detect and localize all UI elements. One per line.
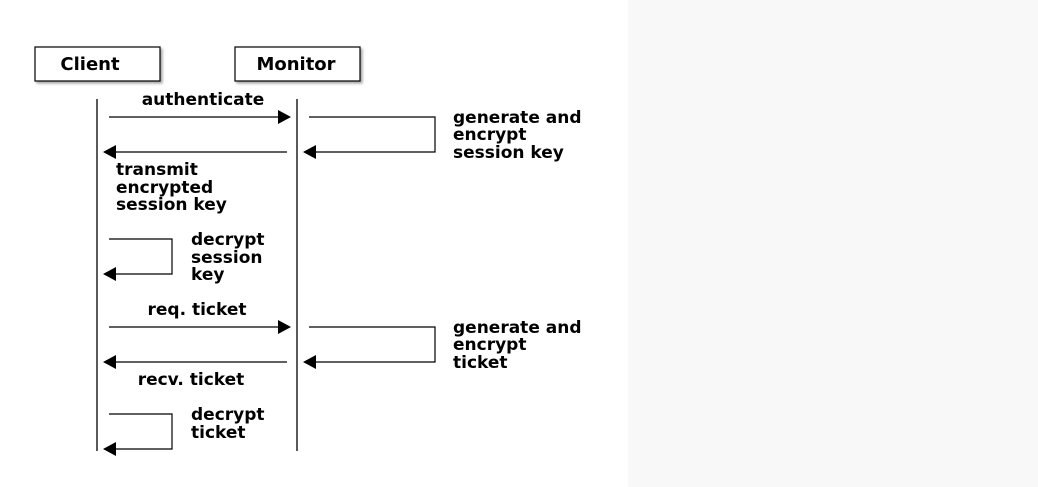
label-transmit-session-key-1: transmit <box>116 160 198 180</box>
loop-decrypt-ticket <box>109 413 173 450</box>
arrowhead-req-ticket <box>278 320 291 334</box>
label-generate-ticket-3: ticket <box>453 353 508 373</box>
message-generate-ticket: generate and encrypt ticket <box>303 318 582 373</box>
message-decrypt-ticket: decrypt ticket <box>103 405 265 456</box>
label-authenticate: authenticate <box>142 90 265 110</box>
arrowhead-generate-session-key <box>303 145 316 159</box>
arrowhead-decrypt-ticket <box>103 442 116 456</box>
label-decrypt-ticket-1: decrypt <box>191 405 265 425</box>
message-decrypt-session-key: decrypt session key <box>103 230 265 285</box>
message-transmit-session-key: transmit encrypted session key <box>103 145 287 215</box>
participant-client-label: Client <box>60 54 120 75</box>
diagram-canvas: Client Monitor authenticate generate and… <box>34 46 582 456</box>
label-generate-session-key-2: encrypt <box>453 125 526 145</box>
label-recv-ticket: recv. ticket <box>138 370 245 390</box>
label-transmit-session-key-3: session key <box>116 195 227 215</box>
label-generate-ticket-2: encrypt <box>453 335 526 355</box>
loop-generate-ticket <box>309 326 436 363</box>
message-recv-ticket: recv. ticket <box>103 355 287 390</box>
arrowhead-authenticate <box>278 110 291 124</box>
message-authenticate: authenticate <box>109 90 291 124</box>
label-decrypt-session-key-1: decrypt <box>191 230 265 250</box>
participant-monitor-label: Monitor <box>256 54 335 75</box>
message-req-ticket: req. ticket <box>109 300 291 334</box>
arrowhead-decrypt-session-key <box>103 267 116 281</box>
label-generate-ticket-1: generate and <box>453 318 582 338</box>
label-generate-session-key-1: generate and <box>453 108 582 128</box>
participant-monitor: Monitor <box>234 46 361 82</box>
label-req-ticket: req. ticket <box>148 300 247 320</box>
sequence-diagram: Client Monitor authenticate generate and… <box>34 46 582 456</box>
arrowhead-generate-ticket <box>303 355 316 369</box>
label-generate-session-key-3: session key <box>453 143 564 163</box>
participant-client: Client <box>34 46 161 82</box>
label-decrypt-session-key-3: key <box>191 265 224 285</box>
loop-generate-session-key <box>309 116 436 153</box>
loop-decrypt-session-key <box>109 238 173 275</box>
arrowhead-recv-ticket <box>103 355 116 369</box>
label-decrypt-session-key-2: session <box>191 248 263 268</box>
message-generate-session-key: generate and encrypt session key <box>303 108 582 163</box>
arrowhead-transmit-session-key <box>103 145 116 159</box>
label-transmit-session-key-2: encrypted <box>116 178 213 198</box>
label-decrypt-ticket-2: ticket <box>191 423 246 443</box>
